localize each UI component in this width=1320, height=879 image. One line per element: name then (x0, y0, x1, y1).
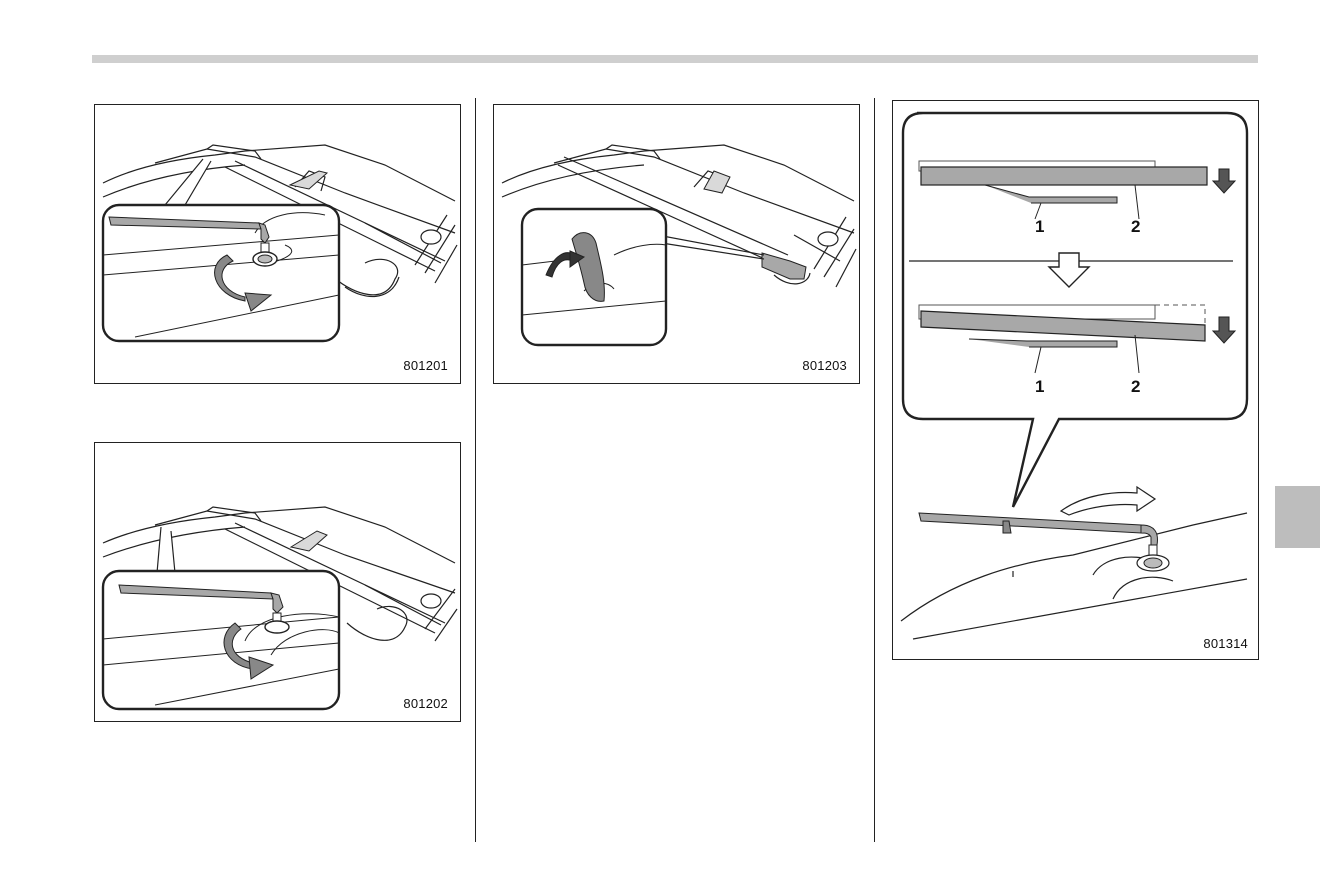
figure-code: 801314 (1203, 636, 1248, 651)
callout-label: 1 (1035, 377, 1044, 397)
column-divider-left (475, 98, 476, 842)
callout-label: 2 (1131, 217, 1140, 237)
figure-code: 801202 (403, 696, 448, 711)
chapter-tab (1275, 486, 1320, 548)
figure-801203: 801203 (493, 104, 860, 384)
crossbar-alignment-diagram (893, 101, 1258, 659)
roof-rail-cover-lift-illustration (494, 105, 859, 383)
figure-code: 801201 (403, 358, 448, 373)
roof-rail-wrench-tighten-illustration (95, 443, 460, 721)
column-divider-right (874, 98, 875, 842)
callout-label: 1 (1035, 217, 1044, 237)
header-rule (92, 55, 1258, 63)
figure-code: 801203 (802, 358, 847, 373)
roof-rail-wrench-loosen-illustration (95, 105, 460, 383)
callout-label: 2 (1131, 377, 1140, 397)
figure-801202: 801202 (94, 442, 461, 722)
figure-801201: 801201 (94, 104, 461, 384)
figure-801314: 1 2 1 2 801314 (892, 100, 1259, 660)
